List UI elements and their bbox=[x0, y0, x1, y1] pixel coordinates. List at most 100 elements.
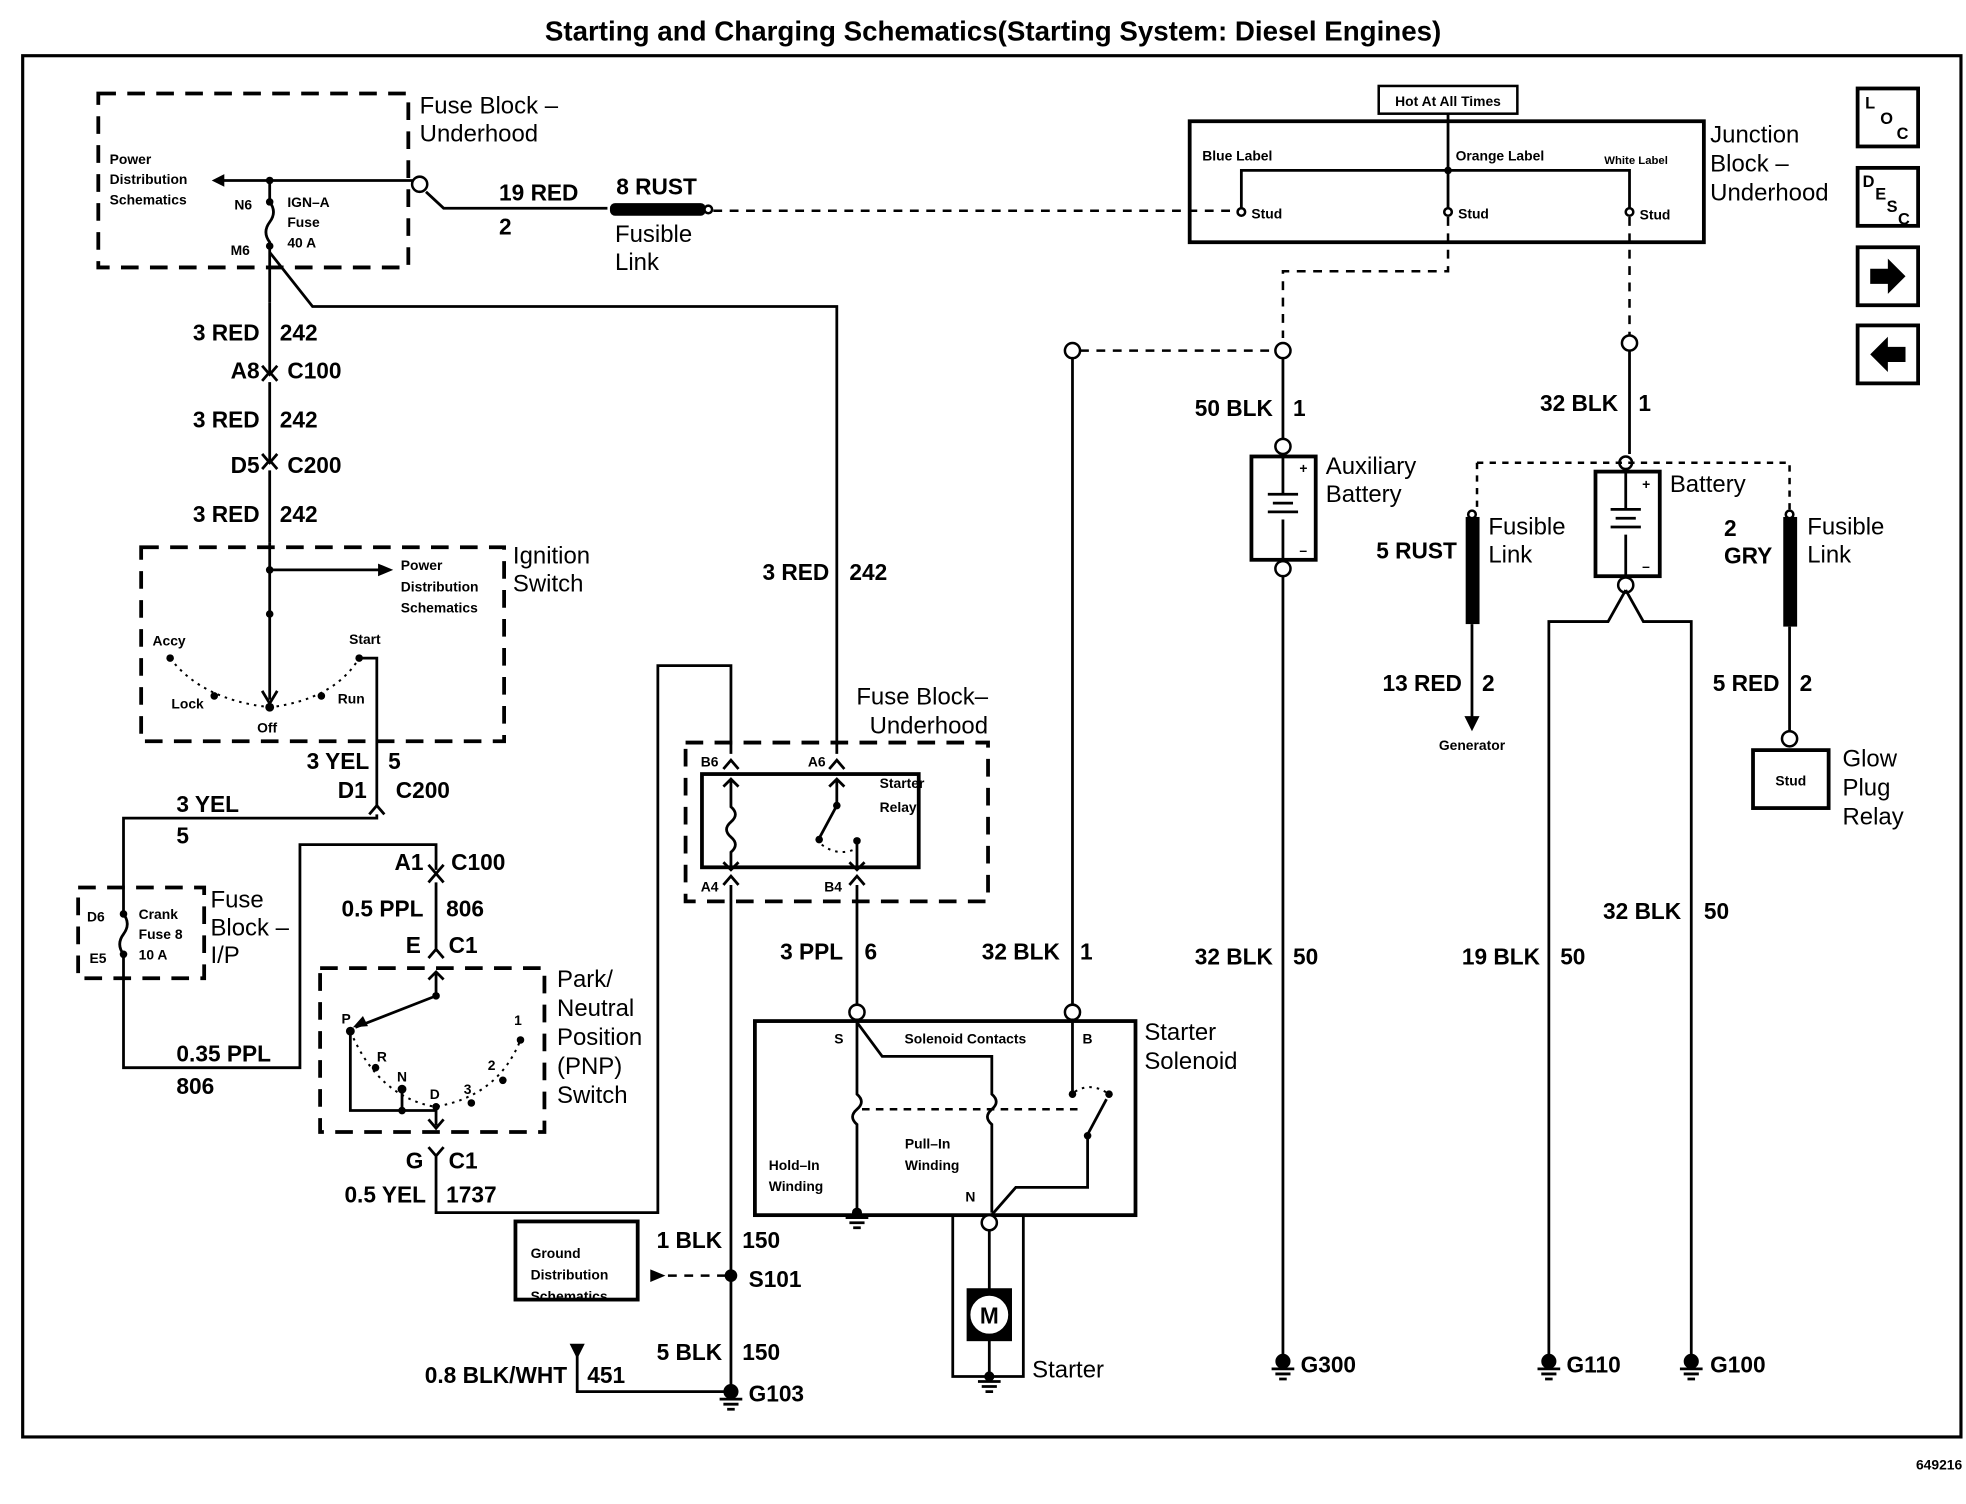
svg-text:+: + bbox=[1299, 460, 1307, 476]
svg-text:806: 806 bbox=[176, 1073, 214, 1099]
svg-text:6: 6 bbox=[865, 938, 878, 964]
svg-text:150: 150 bbox=[742, 1339, 780, 1365]
svg-text:Winding: Winding bbox=[769, 1178, 824, 1194]
svg-text:Fuse: Fuse bbox=[210, 887, 263, 914]
svg-text:242: 242 bbox=[849, 559, 887, 585]
svg-text:White Label: White Label bbox=[1604, 155, 1668, 167]
svg-text:2: 2 bbox=[488, 1057, 496, 1073]
svg-text:Ignition: Ignition bbox=[513, 543, 590, 570]
svg-text:S101: S101 bbox=[749, 1266, 802, 1292]
svg-text:3 RED: 3 RED bbox=[193, 320, 260, 346]
svg-text:1: 1 bbox=[1638, 390, 1651, 416]
svg-text:D6: D6 bbox=[87, 909, 105, 925]
svg-text:Solenoid: Solenoid bbox=[1144, 1048, 1237, 1075]
svg-text:Block –: Block – bbox=[1710, 151, 1789, 178]
svg-text:S: S bbox=[1887, 198, 1898, 216]
svg-text:C: C bbox=[1898, 211, 1910, 229]
svg-text:B: B bbox=[1083, 1031, 1093, 1047]
svg-text:5 RUST: 5 RUST bbox=[1376, 538, 1457, 564]
svg-text:Accy: Accy bbox=[152, 633, 185, 649]
svg-text:N: N bbox=[965, 1188, 975, 1204]
svg-text:Relay: Relay bbox=[1842, 803, 1903, 830]
svg-text:32 BLK: 32 BLK bbox=[1540, 390, 1619, 416]
svg-text:G300: G300 bbox=[1301, 1352, 1356, 1378]
svg-text:2: 2 bbox=[499, 214, 512, 240]
svg-text:N: N bbox=[397, 1069, 407, 1085]
svg-text:G103: G103 bbox=[749, 1381, 804, 1407]
fuse-block-ip: D6 E5 Crank Fuse 8 10 A Fuse Block – I/P bbox=[76, 885, 290, 981]
next-button[interactable] bbox=[1855, 245, 1921, 308]
svg-text:C100: C100 bbox=[451, 849, 505, 875]
svg-text:Pull–In: Pull–In bbox=[905, 1135, 950, 1151]
fusible-link-generator: 5 RUST Fusible Link 13 RED 2 Generator bbox=[1376, 509, 1566, 753]
svg-text:Distribution: Distribution bbox=[401, 578, 479, 594]
svg-text:Schematics: Schematics bbox=[531, 1288, 608, 1304]
svg-text:Underhood: Underhood bbox=[870, 713, 988, 740]
svg-text:Link: Link bbox=[615, 249, 659, 276]
svg-text:Solenoid Contacts: Solenoid Contacts bbox=[905, 1031, 1027, 1047]
svg-text:O: O bbox=[1880, 110, 1893, 128]
svg-text:Position: Position bbox=[557, 1024, 642, 1051]
svg-text:Run: Run bbox=[338, 690, 365, 706]
svg-text:A6: A6 bbox=[808, 753, 826, 769]
svg-text:D: D bbox=[1863, 173, 1875, 191]
svg-text:Auxiliary: Auxiliary bbox=[1326, 453, 1416, 480]
svg-text:Junction: Junction bbox=[1710, 122, 1799, 149]
pnp-switch: Park/ Neutral Position (PNP) Switch P R … bbox=[318, 966, 642, 1134]
svg-text:2: 2 bbox=[1800, 670, 1813, 696]
svg-text:5: 5 bbox=[388, 748, 401, 774]
svg-text:GRY: GRY bbox=[1724, 543, 1772, 569]
svg-text:Schematics: Schematics bbox=[110, 191, 187, 207]
svg-text:0.5 PPL: 0.5 PPL bbox=[342, 895, 424, 921]
arrow-left-icon bbox=[1870, 336, 1906, 373]
svg-text:Distribution: Distribution bbox=[110, 171, 188, 187]
svg-text:C1: C1 bbox=[449, 932, 478, 958]
svg-text:5: 5 bbox=[176, 822, 189, 848]
svg-text:Schematics: Schematics bbox=[401, 600, 478, 616]
svg-text:–: – bbox=[1299, 542, 1307, 558]
svg-text:3 PPL: 3 PPL bbox=[780, 938, 843, 964]
svg-text:A1: A1 bbox=[394, 849, 423, 875]
ground-g103: G103 bbox=[719, 1381, 804, 1411]
svg-text:Switch: Switch bbox=[513, 570, 584, 597]
svg-text:(PNP): (PNP) bbox=[557, 1053, 622, 1080]
svg-text:13 RED: 13 RED bbox=[1383, 670, 1462, 696]
svg-text:50 BLK: 50 BLK bbox=[1195, 395, 1274, 421]
svg-text:19 BLK: 19 BLK bbox=[1462, 943, 1541, 969]
svg-text:Stud: Stud bbox=[1458, 205, 1489, 221]
svg-text:G110: G110 bbox=[1566, 1352, 1620, 1378]
diagram-frame bbox=[21, 54, 1963, 1439]
svg-text:806: 806 bbox=[446, 895, 484, 921]
svg-text:A8: A8 bbox=[231, 357, 260, 383]
svg-text:R: R bbox=[377, 1048, 387, 1064]
svg-text:Underhood: Underhood bbox=[1710, 180, 1828, 207]
svg-text:Orange Label: Orange Label bbox=[1456, 147, 1545, 163]
prev-button[interactable] bbox=[1855, 323, 1921, 386]
junction-block-underhood: Hot At All Times Junction Block – Underh… bbox=[1187, 84, 1829, 245]
svg-text:L: L bbox=[1865, 95, 1875, 113]
svg-text:N6: N6 bbox=[234, 196, 252, 212]
page-title: Starting and Charging Schematics(Startin… bbox=[545, 16, 1441, 47]
svg-text:Hold–In: Hold–In bbox=[769, 1157, 820, 1173]
svg-text:5 RED: 5 RED bbox=[1713, 670, 1780, 696]
svg-text:1: 1 bbox=[1080, 938, 1093, 964]
svg-text:Lock: Lock bbox=[171, 696, 204, 712]
svg-text:0.5 YEL: 0.5 YEL bbox=[344, 1182, 426, 1208]
svg-text:0.35 PPL: 0.35 PPL bbox=[176, 1040, 271, 1066]
desc-button[interactable]: D E S C bbox=[1855, 165, 1921, 229]
svg-text:1: 1 bbox=[1293, 395, 1306, 421]
svg-text:50: 50 bbox=[1293, 943, 1318, 969]
battery: 32 BLK 1 + – Battery 19 BLK 50 32 BLK 50… bbox=[1462, 334, 1791, 1381]
loc-button[interactable]: L O C bbox=[1855, 86, 1921, 149]
svg-text:32 BLK: 32 BLK bbox=[1195, 943, 1274, 969]
svg-text:Link: Link bbox=[1807, 541, 1851, 568]
svg-text:+: + bbox=[1642, 476, 1650, 492]
svg-text:32 BLK: 32 BLK bbox=[982, 938, 1061, 964]
svg-text:242: 242 bbox=[280, 406, 318, 432]
svg-text:242: 242 bbox=[280, 501, 318, 527]
svg-text:50: 50 bbox=[1704, 898, 1729, 924]
svg-text:M: M bbox=[980, 1303, 999, 1329]
svg-text:M6: M6 bbox=[231, 242, 251, 258]
svg-text:Starter: Starter bbox=[1032, 1357, 1104, 1384]
svg-text:S: S bbox=[834, 1031, 843, 1047]
